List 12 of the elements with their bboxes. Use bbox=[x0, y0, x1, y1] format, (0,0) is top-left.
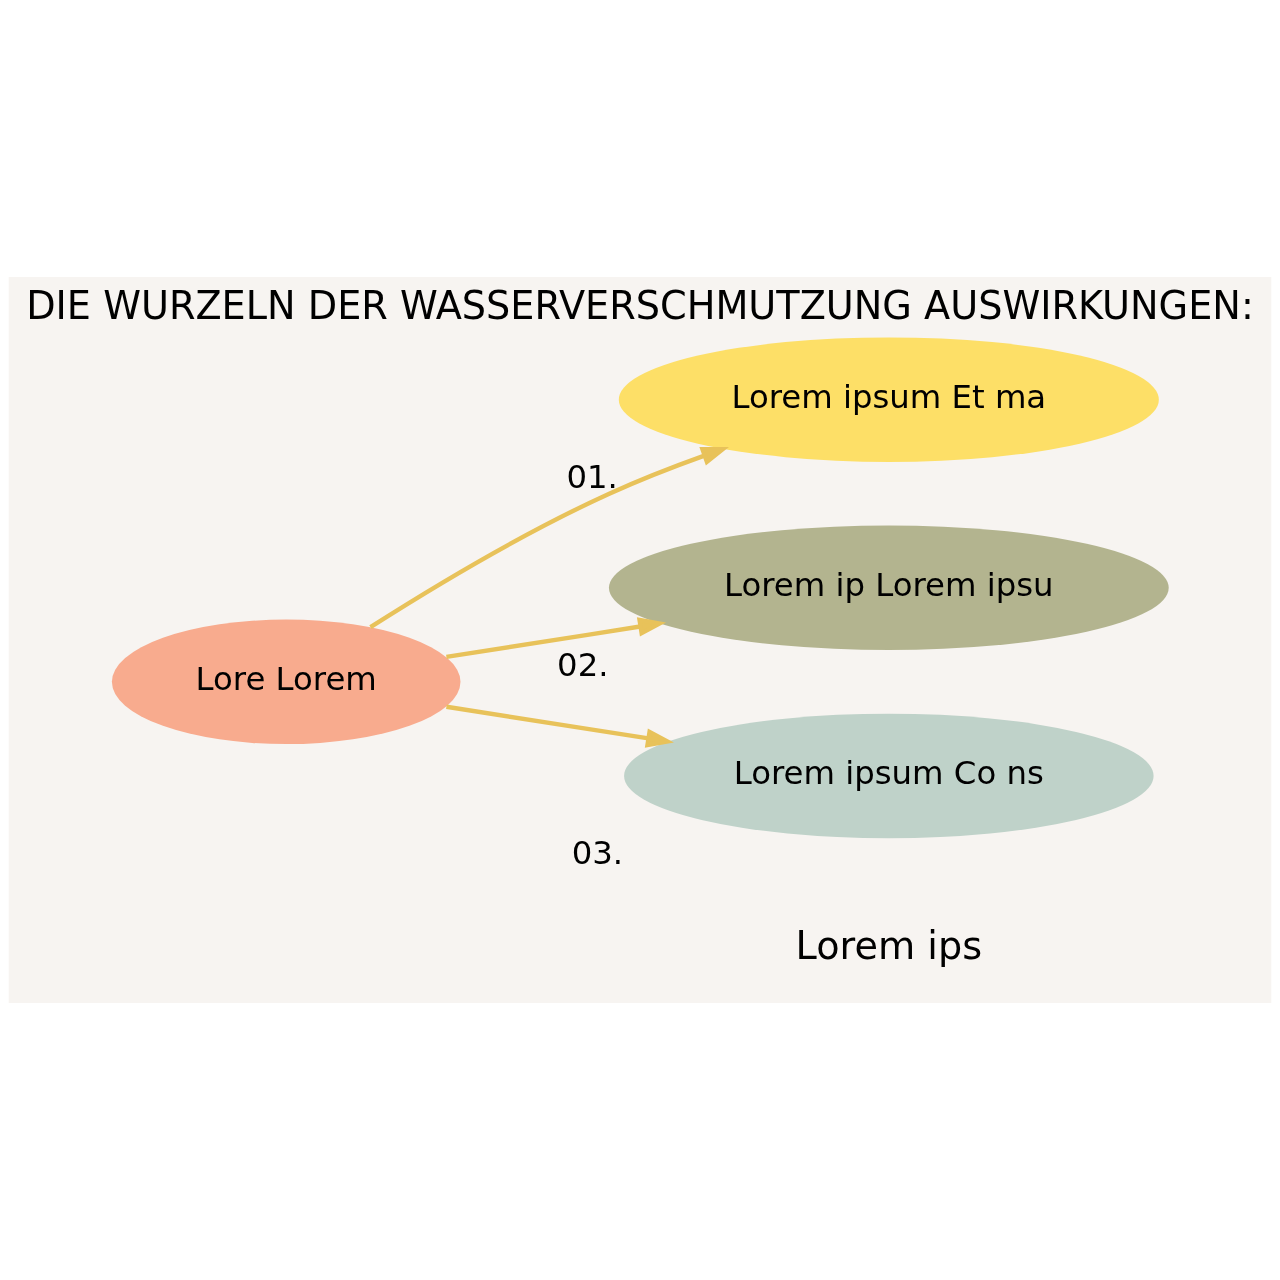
node-label: 03. bbox=[571, 834, 624, 873]
node-ellipse: Lorem ipsum Co ns bbox=[624, 713, 1154, 839]
arrow bbox=[446, 704, 674, 748]
node-ellipse: Lorem ip Lorem ipsu bbox=[608, 525, 1169, 650]
node-label: 02. bbox=[557, 646, 609, 684]
arrow bbox=[369, 446, 729, 629]
node-ellipse: Lore Lorem bbox=[111, 619, 461, 745]
node-label: 01. bbox=[566, 457, 618, 496]
node-ellipse: Lorem ipsum Et ma bbox=[618, 337, 1159, 462]
arrow bbox=[446, 617, 667, 660]
diagram-title: DIE WURZELN DER WASSERVERSCHMUTZUNG AUSWIRKUNGEN: bbox=[26, 284, 1254, 329]
label: Lorem ips bbox=[795, 923, 983, 968]
